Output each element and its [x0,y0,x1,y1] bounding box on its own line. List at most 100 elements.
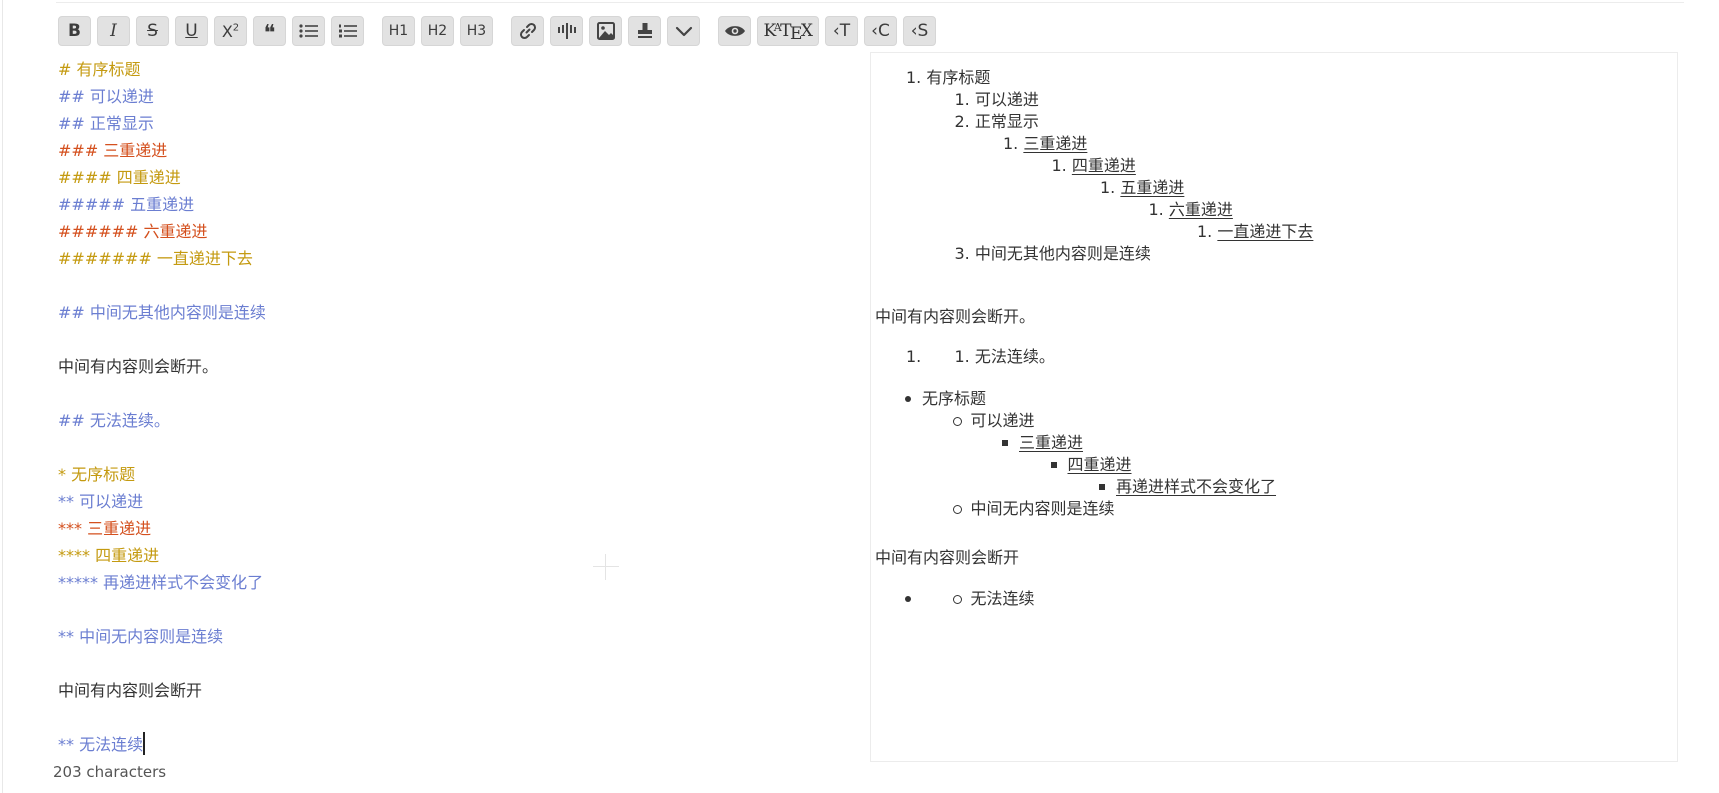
markdown-editor-textarea[interactable]: # 有序标题 ## 可以递进 ## 正常显示 ### 三重递进 #### 四重递进 ###… [58,56,838,756]
editor-line: **** 四重递进 [58,542,838,569]
crosshair-horizontal [593,566,619,567]
underline-icon: U [185,21,198,41]
preview-item-text: 无法连续 [970,589,1035,608]
stamp-icon [637,23,652,38]
preview-item-text: 再递进样式不会变化了 [1116,477,1277,496]
katex-x: X [800,21,813,41]
editor-blank-line [58,596,838,623]
editor-line: ** 无法连续 [58,731,838,758]
preview-ordered-item: 1. 六重递进 [1149,199,1233,221]
preview-item-text: 正常显示 [974,112,1039,131]
preview-bullet-square-icon [1050,462,1057,468]
preview-item-text: 一直递进下去 [1217,222,1314,241]
editor-line: ** 中间无内容则是连续 [58,623,838,650]
editor-line-text: ** 中间无内容则是连续 [58,627,224,646]
preview-item-number: 1. [954,90,975,109]
preview-unordered-item: 再递进样式不会变化了 [1116,476,1276,498]
c-tag-button[interactable]: ‹C [864,16,897,46]
preview-ordered-item: 1. 可以递进 [955,89,1039,111]
preview-unordered-item: 三重递进 [1019,432,1083,454]
editor-line-text: ## 可以递进 [58,87,154,106]
editor-blank-line [58,704,838,731]
preview-ordered-outer-marker: 1. [906,346,921,368]
h3-button[interactable]: H3 [460,16,493,46]
underline-button[interactable]: U [175,16,208,46]
italic-icon: I [110,21,117,41]
katex-k: K [763,21,776,41]
more-dropdown-button[interactable] [667,16,700,46]
h1-button[interactable]: H1 [382,16,415,46]
preview-unordered-item: 四重递进 [1068,454,1132,476]
preview-bullet-disc-icon [905,396,911,402]
preview-bullet-square-icon [1002,440,1008,446]
bullet-list-button[interactable] [292,16,325,46]
eye-icon [724,26,745,36]
image-button[interactable] [589,16,622,46]
preview-item-number: 3. [954,244,975,263]
editor-line-text: ## 正常显示 [58,114,154,133]
preview-item-text: 中间无其他内容则是连续 [974,244,1151,263]
character-count-unit: characters [86,763,167,781]
editor-line-text: ***** 再递进样式不会变化了 [58,573,264,592]
italic-button[interactable]: I [97,16,130,46]
editor-line-text: #### 四重递进 [58,168,181,187]
preview-item-number: 1. [1003,134,1024,153]
preview-bullet-circle-icon [952,595,962,604]
bold-icon: B [68,21,81,41]
editor-line: ***** 再递进样式不会变化了 [58,569,838,596]
preview-ordered-item: 1. 无法连续。 [955,346,1055,368]
character-count-value: 203 [53,763,82,781]
editor-line-text: *** 三重递进 [58,519,152,538]
code-block-button[interactable] [550,16,583,46]
h2-icon: H2 [427,23,448,39]
preview-item-number: 1. [906,347,922,366]
preview-ordered-item: 3. 中间无其他内容则是连续 [955,243,1151,265]
h2-button[interactable]: H2 [421,16,454,46]
preview-paragraph: 中间有内容则会断开。 [875,306,1035,328]
preview-ordered-item: 1. 四重递进 [1052,155,1136,177]
preview-item-number: 1. [954,347,975,366]
katex-button[interactable]: KATEX [757,16,819,46]
preview-item-text: 三重递进 [1023,134,1088,153]
preview-unordered-item: 中间无内容则是连续 [971,498,1115,520]
superscript-base: X [221,21,233,41]
s-tag-button[interactable]: ‹S [903,16,936,46]
katex-icon: KATEX [763,21,813,44]
ordered-list-button[interactable] [331,16,364,46]
preview-item-number: 1. [906,68,927,87]
editor-line-text: ### 三重递进 [58,141,168,160]
editor-line: ## 正常显示 [58,110,838,137]
preview-toggle-button[interactable] [718,16,751,46]
preview-ordered-item: 2. 正常显示 [955,111,1039,133]
preview-item-number: 1. [1197,222,1218,241]
editor-line: ** 可以递进 [58,488,838,515]
editor-line-text: # 有序标题 [58,60,141,79]
h1-icon: H1 [388,23,409,39]
blockquote-button[interactable]: ❝ [253,16,286,46]
editor-line-text: ** 无法连续 [58,735,144,754]
preview-item-text: 可以递进 [974,90,1039,109]
preview-ordered-item: 1. 五重递进 [1100,177,1184,199]
text-cursor [143,732,146,755]
preview-bullet-square-icon [1099,484,1105,490]
preview-ordered-item: 1. 三重递进 [1003,133,1087,155]
editor-line-text: ####### 一直递进下去 [58,249,253,268]
editor-blank-line [58,380,838,407]
t-tag-button[interactable]: ‹T [825,16,858,46]
preview-ordered-item: 1. 一直递进下去 [1197,221,1313,243]
preview-item-text: 无法连续。 [974,347,1055,366]
preview-bullet-circle-icon [952,505,962,514]
editor-line: 中间有内容则会断开。 [58,353,838,380]
link-button[interactable] [511,16,544,46]
katex-e: E [789,24,802,44]
superscript-button[interactable]: X2 [214,16,247,46]
strikethrough-button[interactable]: S [136,16,169,46]
t-tag-icon: ‹T [832,21,851,41]
stamp-button[interactable] [628,16,661,46]
formatting-toolbar: B I S U X2 ❝ H1 [58,15,942,47]
editor-line-text: ## 中间无其他内容则是连续 [58,303,266,322]
preview-item-text: 四重递进 [1071,156,1136,175]
bold-button[interactable]: B [58,16,91,46]
preview-item-text: 无序标题 [922,389,987,408]
